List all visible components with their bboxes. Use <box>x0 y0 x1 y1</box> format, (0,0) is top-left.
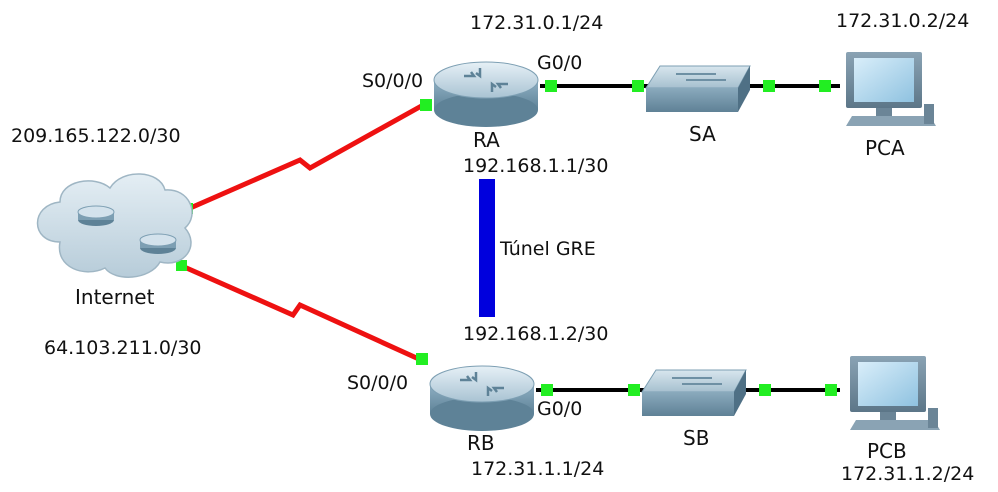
internet-name-label: Internet <box>75 285 155 309</box>
pca-ip-label: 172.31.0.2/24 <box>836 10 970 32</box>
port-rb-g00 <box>541 384 553 396</box>
serial-link-internet-ra <box>186 101 427 212</box>
port-sb-left <box>628 384 640 396</box>
rb-name-label: RB <box>467 431 495 455</box>
pc-pcb-icon[interactable] <box>850 356 940 430</box>
pca-name-label: PCA <box>865 136 905 160</box>
port-pcb <box>825 384 837 396</box>
port-sa-right <box>763 80 775 92</box>
ra-gig-port-label: G0/0 <box>537 52 583 74</box>
port-ra-s000 <box>420 99 432 111</box>
port-ra-g00 <box>545 80 557 92</box>
switch-sb-icon[interactable] <box>641 369 747 416</box>
pcb-ip-label: 172.31.1.2/24 <box>841 463 975 485</box>
port-sb-right <box>759 384 771 396</box>
port-sa-left <box>632 80 644 92</box>
router-rb-icon[interactable] <box>429 365 535 431</box>
ra-serial-port-label: S0/0/0 <box>362 70 424 92</box>
sb-name-label: SB <box>683 426 710 450</box>
port-internet-bottom <box>176 260 187 271</box>
rb-gig-port-label: G0/0 <box>537 398 583 420</box>
internet-net-bottom-label: 64.103.211.0/30 <box>44 337 202 359</box>
ra-lan-ip-label: 172.31.0.1/24 <box>470 12 604 34</box>
sa-name-label: SA <box>689 122 716 146</box>
serial-link-internet-rb <box>180 263 423 363</box>
switch-sa-icon[interactable] <box>645 65 751 112</box>
ra-tunnel-ip-label: 192.168.1.1/30 <box>463 155 609 177</box>
pc-pca-icon[interactable] <box>846 52 936 126</box>
internet-net-top-label: 209.165.122.0/30 <box>11 125 181 147</box>
gre-tunnel-label: Túnel GRE <box>500 238 596 260</box>
pcb-name-label: PCB <box>867 439 907 463</box>
rb-lan-ip-label: 172.31.1.1/24 <box>471 458 605 480</box>
rb-serial-port-label: S0/0/0 <box>347 372 409 394</box>
gre-tunnel <box>479 179 495 317</box>
port-rb-s000 <box>416 353 428 365</box>
ra-name-label: RA <box>473 128 500 152</box>
port-pca <box>819 80 831 92</box>
internet-cloud-icon[interactable] <box>36 173 193 278</box>
rb-tunnel-ip-label: 192.168.1.2/30 <box>463 323 609 345</box>
router-ra-icon[interactable] <box>433 61 539 127</box>
